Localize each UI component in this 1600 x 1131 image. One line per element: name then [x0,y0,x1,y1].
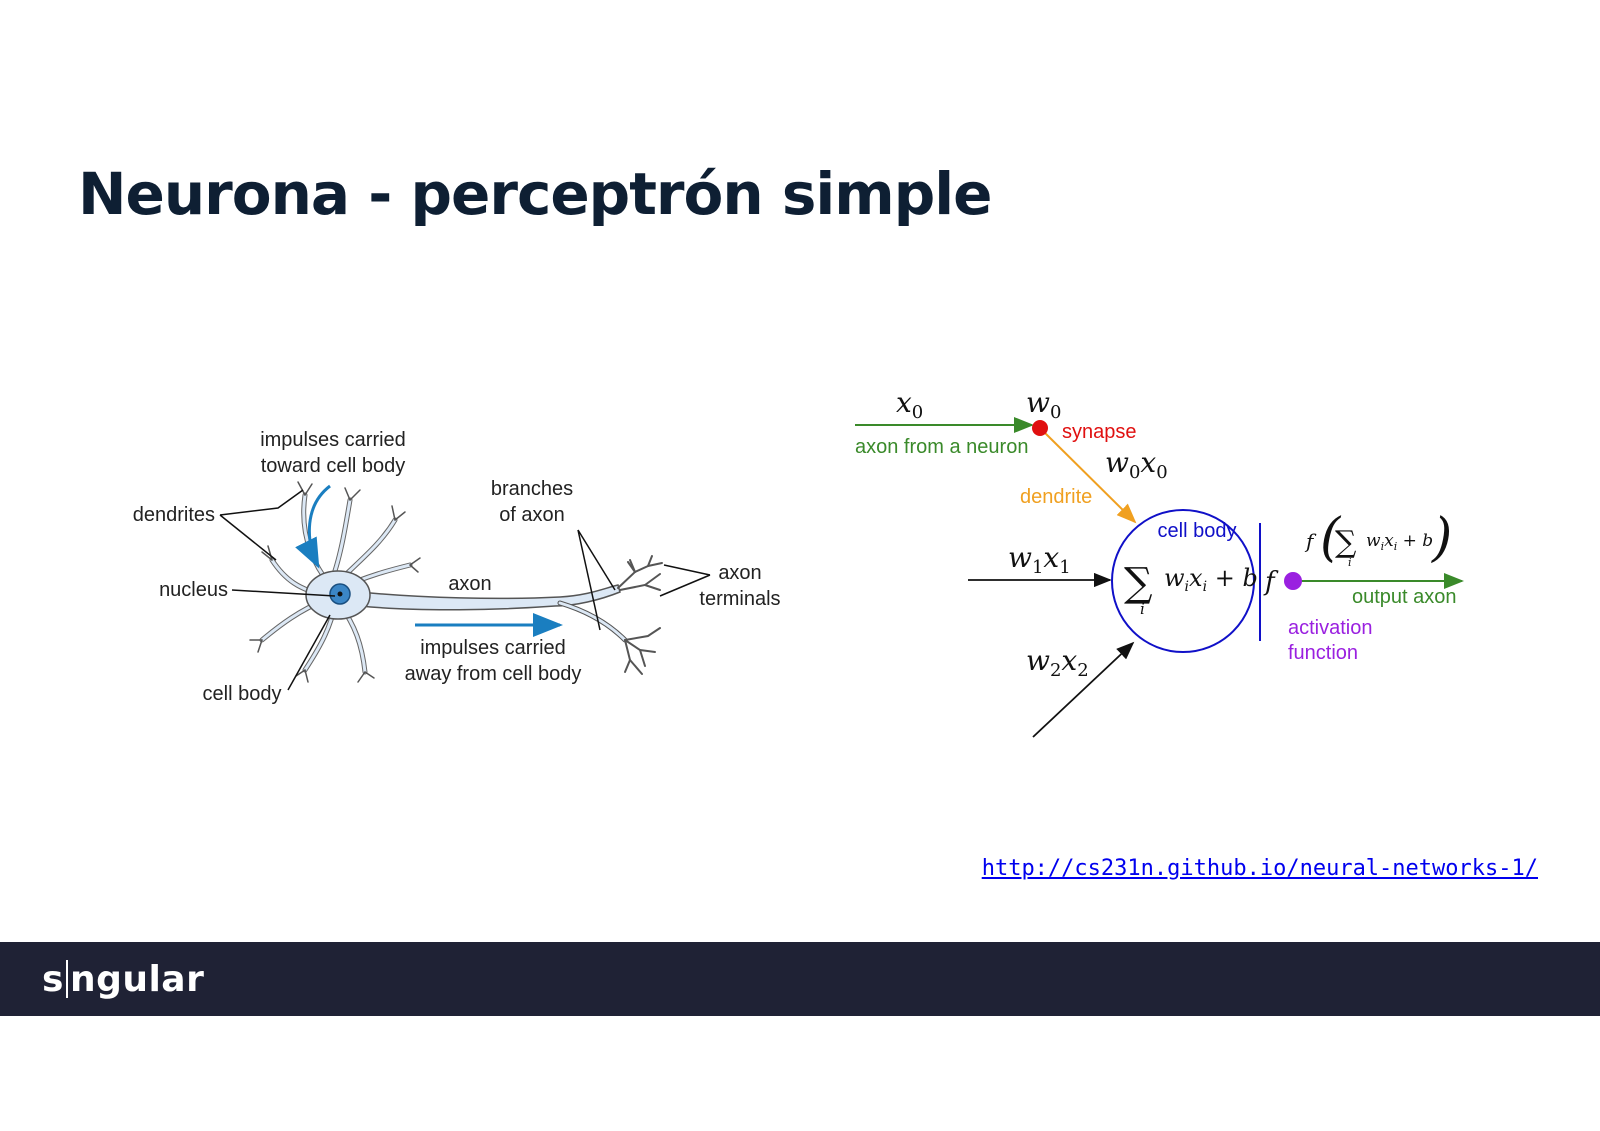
math-f: f [1263,567,1279,597]
math-w1x1: w1x1 [1008,541,1071,578]
svg-text:i: i [1348,556,1352,569]
label-axon-from-neuron: axon from a neuron [855,436,1028,458]
label-cell-body: cell body [203,683,282,705]
cell-body-circle [1111,509,1255,653]
slide-title: Neurona - perceptrón simple [78,160,992,228]
label-activation-line2: function [1288,642,1358,664]
svg-text:∑: ∑ [1335,525,1357,560]
singular-logo: s ngular [42,942,204,1016]
svg-text:wixi + b: wixi + b [1366,531,1433,553]
math-w2x2: w2x2 [1026,644,1089,681]
label-axon: axon [448,573,491,595]
svg-text:∑: ∑ [1124,560,1153,606]
math-w0: w0 [1026,386,1061,423]
label-impulses-away-line2: away from cell body [405,663,582,685]
math-x0: x0 [896,386,923,423]
math-w0x0: w0x0 [1105,446,1168,483]
logo-bar-icon [65,960,68,998]
label-dendrites: dendrites [133,504,215,526]
label-nucleus: nucleus [159,579,228,601]
label-branches-line1: branches [491,478,573,500]
math-activation-output: f ( ∑ i wixi + b ) [1304,508,1452,569]
input-w2x2-line [1032,641,1135,738]
label-impulses-away-line1: impulses carried [420,637,566,659]
axon-shape [359,584,621,611]
axon-terminals-lower [624,627,661,675]
label-terminals-line2: terminals [699,588,780,610]
logo-text-right: ngular [69,958,205,1000]
svg-text:): ) [1431,508,1452,568]
synapse-dot [1032,420,1048,436]
math-weighted-sum: ∑ i wixi + b [1124,560,1258,618]
label-dendrite: dendrite [1020,486,1092,508]
svg-text:wixi + b: wixi + b [1164,564,1258,595]
svg-text:(: ( [1320,508,1342,568]
dendrite-line [1041,429,1137,524]
label-branches-line2: of axon [499,504,565,526]
label-impulses-toward-line1: impulses carried [260,429,406,451]
label-terminals-line1: axon [718,562,761,584]
label-output-axon: output axon [1352,586,1457,608]
source-link[interactable]: http://cs231n.github.io/neural-networks-… [981,856,1538,881]
logo-text-left: s [42,958,64,1000]
label-model-cell-body: cell body [1158,520,1237,542]
label-impulses-toward-line2: toward cell body [261,455,406,477]
mathematical-model: x0 w0 w0x0 w1x1 w2x2 ∑ i wixi + b f f ( … [855,386,1464,738]
svg-text:f: f [1304,529,1317,553]
activation-dot [1284,572,1302,590]
biological-neuron: impulses carried toward cell body dendri… [133,429,781,705]
impulse-toward-arrow [295,484,331,569]
axon-branch-lower [557,600,628,643]
label-activation-line1: activation [1288,617,1373,639]
label-synapse: synapse [1062,421,1137,443]
svg-text:i: i [1140,600,1145,618]
axon-terminals-upper [617,555,663,591]
footer-bar: s ngular [0,942,1600,1016]
